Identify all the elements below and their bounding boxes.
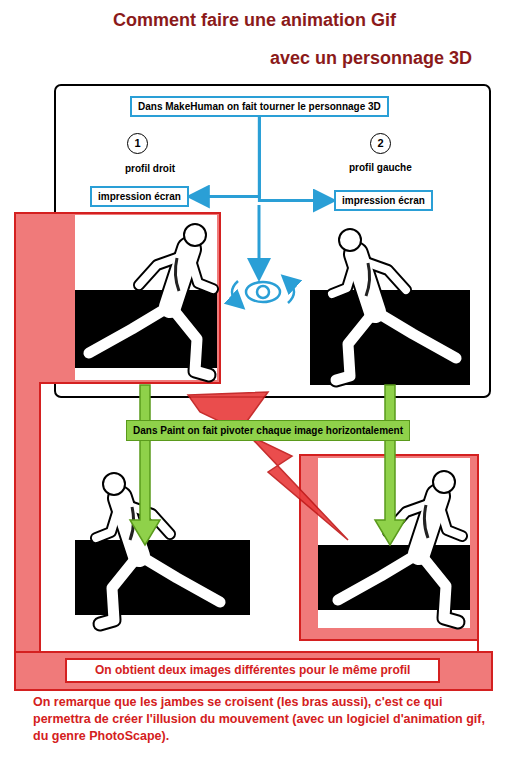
connector-arrow [189, 117, 260, 197]
node-text: On obtient deux images différentes pour … [95, 663, 410, 677]
process-box: Dans Paint on fait pivoter chaque image … [126, 420, 410, 441]
callout-number: 1 [127, 133, 148, 154]
subtitle-block: avec un personnage 3D [270, 48, 472, 69]
process-box: Dans MakeHuman on fait tourner le person… [130, 96, 389, 117]
node-text: 1 [134, 137, 140, 149]
process-box: impression écran [334, 190, 433, 211]
process-box: impression écran [90, 186, 189, 207]
subtitle: avec un personnage 3D [270, 48, 472, 68]
node-text: Dans Paint on fait pivoter chaque image … [133, 425, 403, 436]
profile-label: profil droit [125, 163, 175, 174]
profile-label: profil gauche [349, 162, 412, 173]
node-text: 2 [377, 137, 383, 149]
connector-arrow [259, 117, 334, 201]
profile-label-block: profil droit [125, 163, 175, 174]
title-block: Comment faire une animation Gif [113, 10, 396, 31]
callout-number: 2 [370, 133, 391, 154]
title: Comment faire une animation Gif [113, 10, 396, 30]
profile-label-block: profil gauche [349, 162, 412, 173]
caption-block: On remarque que les jambes se croisent (… [33, 694, 495, 745]
caption: On remarque que les jambes se croisent (… [33, 695, 485, 743]
node-text: Dans MakeHuman on fait tourner le person… [138, 101, 381, 112]
node-text: impression écran [342, 195, 425, 206]
result-box: On obtient deux images différentes pour … [65, 658, 440, 683]
node-text: impression écran [98, 191, 181, 202]
